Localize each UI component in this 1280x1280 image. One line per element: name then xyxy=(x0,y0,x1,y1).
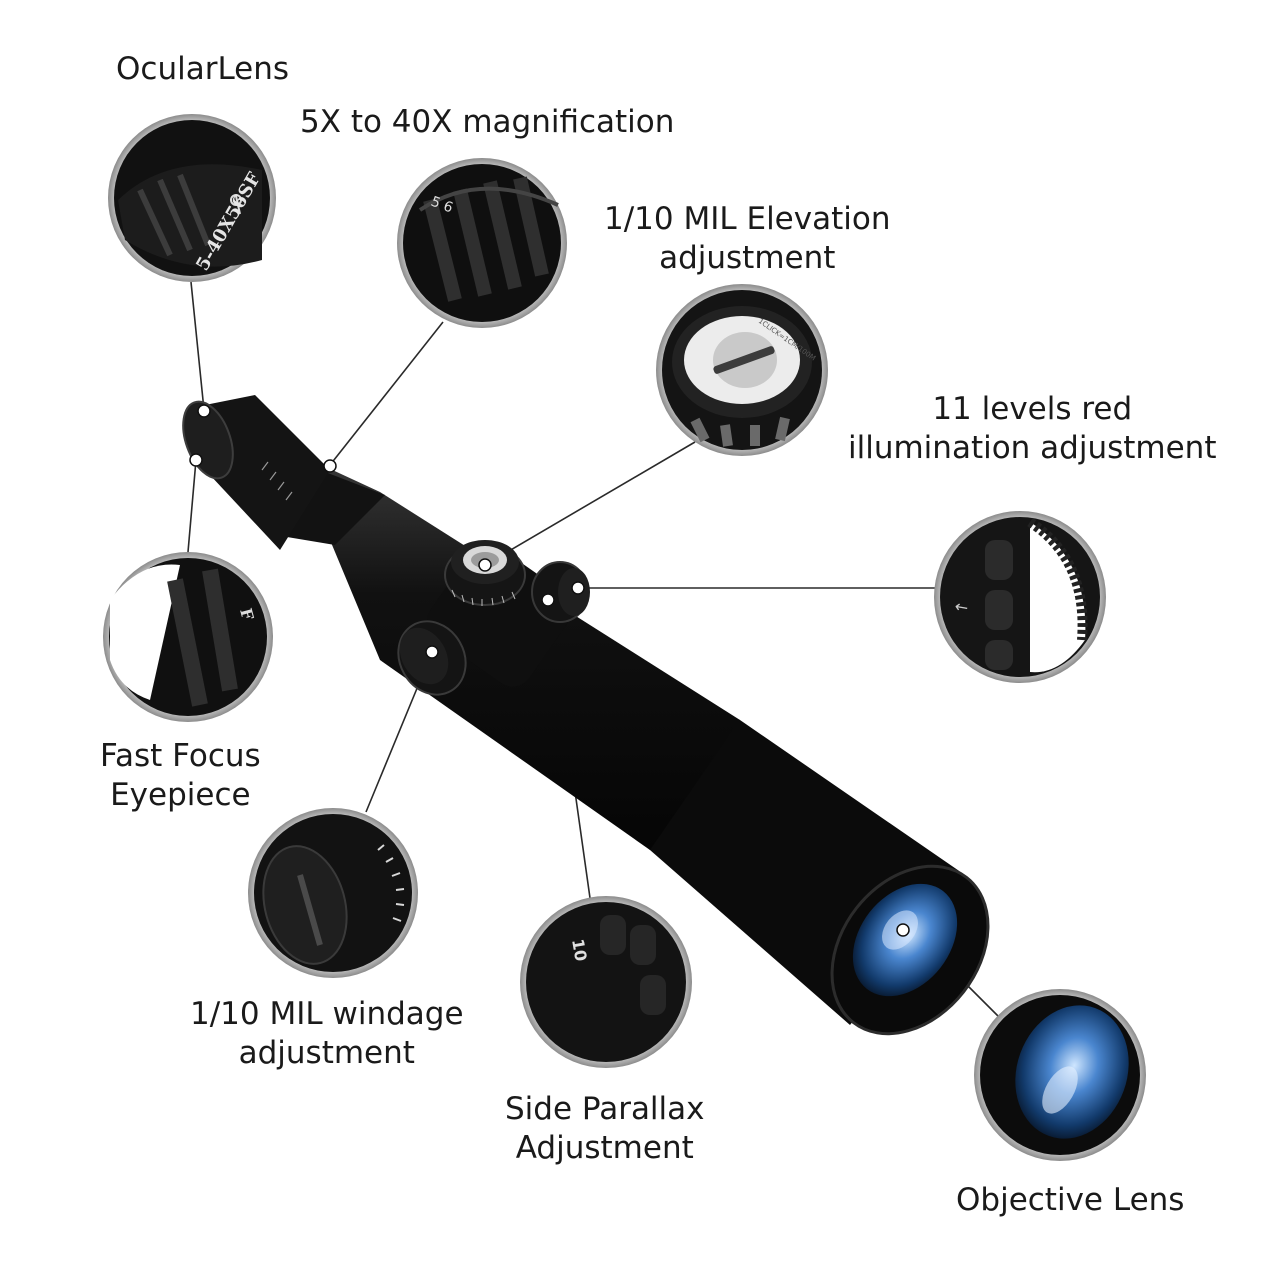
label-objective-lens: Objective Lens xyxy=(956,1182,1185,1218)
bubble-magnification: 5 6 xyxy=(397,158,567,328)
elevation-turret xyxy=(444,540,526,606)
label-fast-focus: Fast Focus Eyepiece xyxy=(100,738,261,813)
leader-ocular xyxy=(190,281,205,411)
anchor-objective xyxy=(896,923,910,937)
label-parallax: Side Parallax Adjustment xyxy=(505,1091,705,1166)
anchor-parallax xyxy=(541,593,555,607)
label-ocular-lens: OcularLens xyxy=(116,51,290,87)
svg-text:↑: ↑ xyxy=(951,599,972,616)
leader-elevation xyxy=(484,441,696,566)
bubble-objective-lens xyxy=(974,989,1146,1161)
anchor-magnification xyxy=(323,459,337,473)
riflescope xyxy=(182,395,990,1036)
leader-magnification xyxy=(329,321,444,466)
leader-fast-focus xyxy=(187,459,197,553)
engraving-zoom: 5 6 xyxy=(429,194,455,217)
bubble-parallax: 10 xyxy=(520,896,692,1068)
label-magnification: 5X to 40X magnification xyxy=(300,104,675,140)
bubble-elevation: 1CLICK=1CM/100M xyxy=(656,284,828,456)
bubble-windage xyxy=(248,808,418,978)
label-illumination: 11 levels red illumination adjustment xyxy=(848,391,1217,466)
bubble-fast-focus: F xyxy=(103,552,273,722)
bubble-ocular-lens: 5-40X56SF xyxy=(108,114,276,282)
anchor-ocular xyxy=(197,404,211,418)
anchor-dots xyxy=(189,404,910,937)
label-elevation: 1/10 MIL Elevation adjustment xyxy=(604,201,891,276)
anchor-illumination xyxy=(571,581,585,595)
anchor-fast-focus xyxy=(189,453,203,467)
anchor-windage xyxy=(425,645,439,659)
anchor-elevation xyxy=(478,558,492,572)
bubble-illumination: ↑ xyxy=(934,511,1106,683)
label-windage: 1/10 MIL windage adjustment xyxy=(190,996,464,1071)
engraving-parallax: 10 xyxy=(568,937,591,962)
